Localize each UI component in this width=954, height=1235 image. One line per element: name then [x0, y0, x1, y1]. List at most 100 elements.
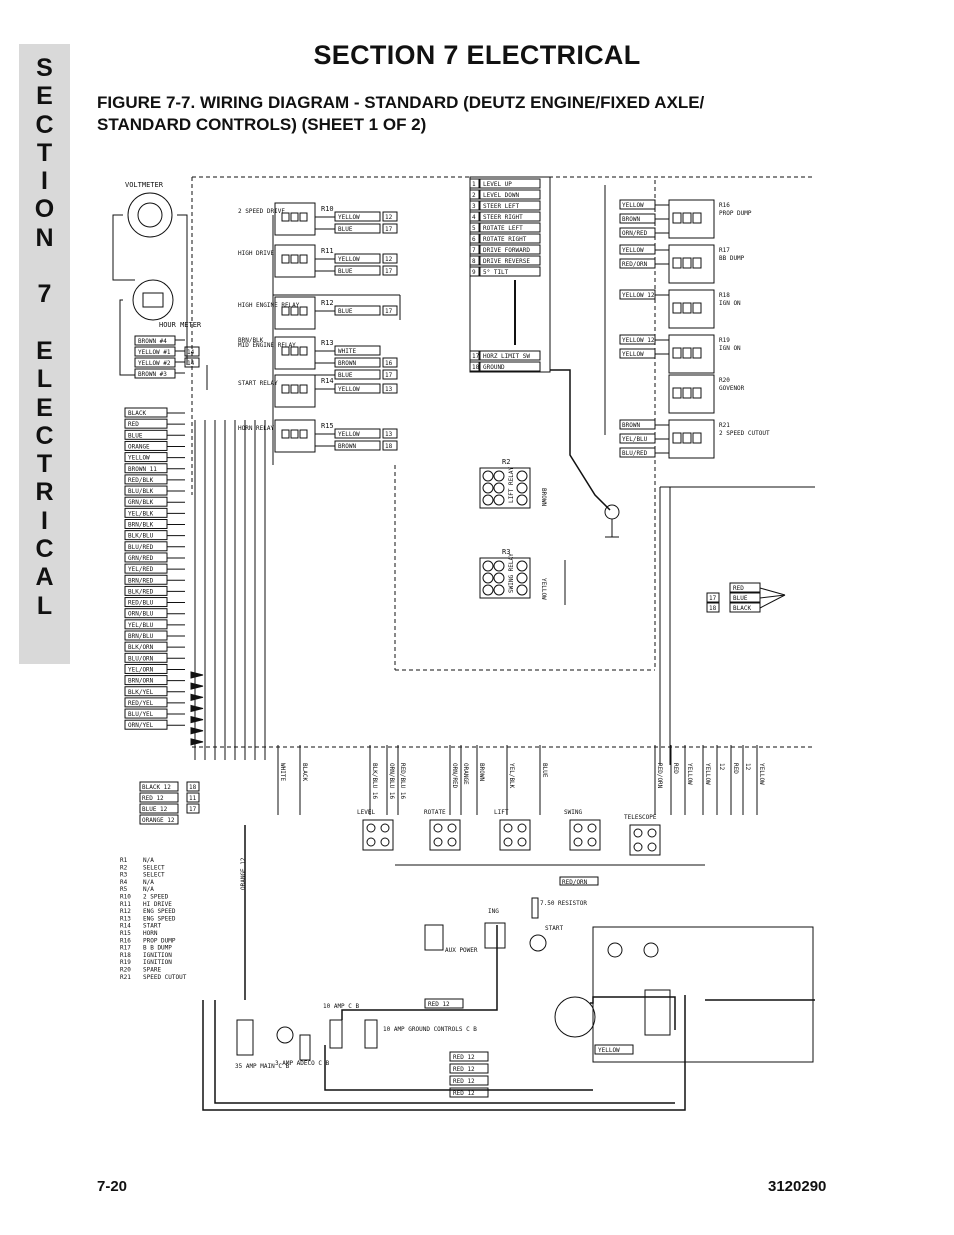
wire-color-box [334, 369, 381, 380]
wire-line [759, 594, 786, 599]
terminal-number: 7 [472, 247, 476, 254]
relay-terminal [482, 560, 494, 572]
relay-box [274, 296, 316, 330]
valve-pin [433, 823, 443, 833]
legend-desc: HI DRIVE [143, 901, 172, 908]
wire-color-box [334, 211, 381, 222]
side-tab-letter: L [36, 365, 53, 394]
wire-color-box [334, 345, 381, 356]
vertical-wire-label: YELLOW [758, 763, 765, 785]
valve-pin [380, 823, 390, 833]
valve-pin [366, 837, 376, 847]
wire-color-label: YEL/BLU [622, 436, 648, 443]
red-12-box [424, 998, 464, 1009]
circuit-breaker-round [276, 1026, 294, 1044]
terminal-label: STEER LEFT [483, 203, 520, 210]
wire-list-box [124, 507, 168, 518]
legend-desc: IGNITION [143, 952, 172, 959]
side-tab-letter [19, 252, 70, 280]
wire-list-label: RED/BLK [128, 477, 154, 484]
terminal-pin [469, 200, 480, 211]
relay-label: SWING RELAY [508, 553, 515, 593]
vertical-wire-label: BLUE [541, 763, 548, 778]
wire-list-label: YELLOW [128, 455, 150, 462]
meter-wire-num: 14 [187, 349, 195, 356]
terminal-pin [469, 222, 480, 233]
wire-line [341, 925, 498, 1020]
relay-pin [692, 257, 702, 269]
side-tab-letter: O [34, 195, 55, 224]
vertical-wire-label: ORN/RED [451, 763, 458, 789]
relay-pin [281, 429, 290, 439]
relay-pin [672, 432, 682, 444]
relay-pin [290, 346, 299, 356]
wire-list-label: RED/YEL [128, 700, 154, 707]
legend-id: R4 [120, 879, 128, 886]
document-number: 3120290 [768, 1178, 827, 1195]
relay-label: START RELAY [238, 380, 278, 387]
wire-color-label: YELLOW 12 [622, 292, 655, 299]
relay-pin [682, 257, 692, 269]
lift-relay [479, 467, 531, 509]
voltmeter-inner [137, 202, 163, 228]
wire-color-box [334, 223, 381, 234]
bottom-wire-box [139, 781, 179, 792]
wire-color-label: BLUE [338, 268, 353, 275]
terminal-label: HORZ LIMIT SW [483, 353, 530, 360]
vertical-wire-label: YELLOW [686, 763, 693, 785]
vertical-wire-label: WHITE [279, 763, 286, 781]
valve-pin [366, 823, 376, 833]
wire-color-label: BROWN [338, 360, 356, 367]
terminal-pin [469, 233, 480, 244]
relay-terminal [493, 560, 505, 572]
wire-color-label: YELLOW [622, 202, 644, 209]
wire-color-label: YELLOW [622, 247, 644, 254]
wire-color-label: YELLOW [338, 256, 360, 263]
meter-wire-label: YELLOW #1 [138, 349, 171, 356]
valve-block [629, 824, 661, 856]
relay-box [668, 289, 715, 329]
terminal-label-box [479, 361, 541, 372]
wire-color-label: YELLOW 12 [622, 337, 655, 344]
terminal-number: 8 [472, 258, 476, 265]
valve-pin [647, 842, 657, 852]
relay-pin [692, 387, 702, 399]
relay-id: R11 [321, 247, 334, 255]
relay-pin [672, 302, 682, 314]
terminal-label-box [479, 255, 541, 266]
terminal-pin [469, 361, 480, 372]
terminal-label-box [479, 200, 541, 211]
wire-color-box [334, 305, 381, 316]
legend-id: R13 [120, 915, 131, 922]
terminal-label: 5° TILT [483, 269, 509, 276]
terminal-label-box [479, 350, 541, 361]
wire-list-label: BLACK [128, 410, 146, 417]
aux-power-connector [424, 924, 444, 951]
red-12-label: RED 12 [453, 1066, 475, 1073]
terminal-label-box [479, 266, 541, 277]
side-tab-letter: C [35, 110, 54, 139]
relay-pin [299, 254, 308, 264]
vertical-wire-label: ORN/BLU 16 [388, 763, 395, 800]
wire-list-label: BLK/RED [128, 588, 154, 595]
relay-pin [672, 387, 682, 399]
relay-label: MID ENGINE RELAY [238, 342, 296, 349]
wire-list-label: YEL/ORN [128, 666, 154, 673]
wire-color-label: BLUE [338, 226, 353, 233]
page-number: 7-20 [97, 1178, 128, 1195]
terminal-label-box [479, 233, 541, 244]
relay-id: R14 [321, 377, 334, 385]
arrow-marker [190, 671, 204, 679]
terminal-label: DRIVE FORWARD [483, 247, 530, 254]
ground-point [604, 504, 620, 520]
vertical-wire-label: YEL/BLK [508, 763, 515, 789]
terminal-label-box [479, 211, 541, 222]
relay-pin [682, 387, 692, 399]
wire-color-label: BROWN [622, 422, 640, 429]
legend-id: R16 [120, 937, 131, 944]
legend-desc: N/A [143, 879, 154, 886]
circuit-breaker [364, 1019, 378, 1049]
arrow-marker [190, 727, 204, 735]
wire-color-label: BLU/RED [622, 450, 648, 457]
arrow-marker [190, 715, 204, 724]
